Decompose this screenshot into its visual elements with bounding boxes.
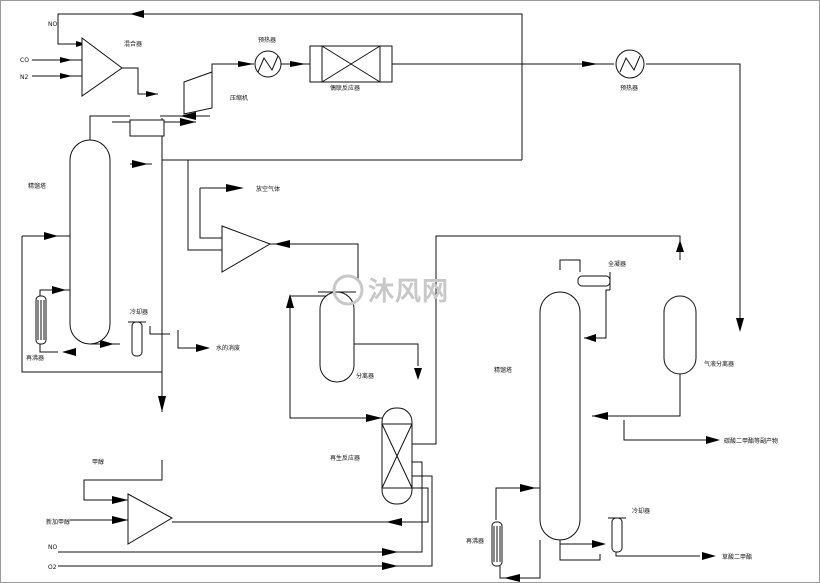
label-water-waste: 水的消废 [216,344,240,352]
compressor [183,71,213,115]
mixer-2 [221,225,272,273]
rectifier-column-2 [539,291,581,541]
label-mixer-1: 混合器 [124,40,142,48]
mixer-1 [81,37,123,97]
condenser [577,272,611,290]
rectifier-column-1 [69,139,111,345]
label-coupling-reactor: 偶联反应器 [330,84,360,92]
label-add-methanol: 新加甲醇 [46,518,70,526]
cooler-1 [128,321,146,357]
label-separator: 分离器 [356,372,374,380]
reboiler-2 [491,521,503,567]
reboiler-1 [35,295,47,345]
label-rectifier-2: 精馏塔 [494,366,512,374]
watermark-text: 沐风网 [368,277,449,307]
regen-reactor [381,407,413,505]
label-reboiler-2: 再沸器 [466,537,484,545]
label-co: CO [20,57,29,64]
coupling-reactor [309,45,393,83]
label-rectifier-1: 精馏塔 [28,182,46,190]
label-methanol: 甲醇 [92,458,104,466]
labels: NO CO N2 混合器 预热器 偶联反应器 压缩机 预热器 精馏塔 放空气体 … [20,21,778,571]
label-cooler-2: 冷却器 [632,507,650,515]
gas-liquid-separator [663,295,697,375]
label-gas-liquid-separator: 气液分离器 [704,360,734,368]
label-vent-gas: 放空气体 [256,185,280,193]
preheater-1 [254,50,282,78]
label-o2: O2 [48,564,57,571]
label-no-top: NO [48,21,57,28]
label-regen-reactor: 再生反应器 [330,454,360,462]
mixer-3 [127,493,174,545]
label-product: 草酸二甲酯 [722,553,752,561]
label-condenser: 全凝器 [608,260,626,268]
label-cooler-1: 冷却器 [130,308,148,316]
label-compressor: 压缩机 [230,94,248,102]
label-byproduct: 碳酸二甲酯等副产物 [724,437,778,445]
label-preheater-1: 预热器 [258,36,276,44]
label-no-bottom: NO [48,544,57,551]
cooler-2 [608,517,626,553]
watermark: 沐风网 [332,274,449,307]
label-preheater-2: 预热器 [620,84,638,92]
label-reboiler-1: 再沸器 [26,354,44,362]
preheater-2 [615,49,645,79]
separator [319,291,355,383]
flow-arrows [44,10,744,582]
label-n2: N2 [20,74,28,81]
ejector [129,119,165,137]
